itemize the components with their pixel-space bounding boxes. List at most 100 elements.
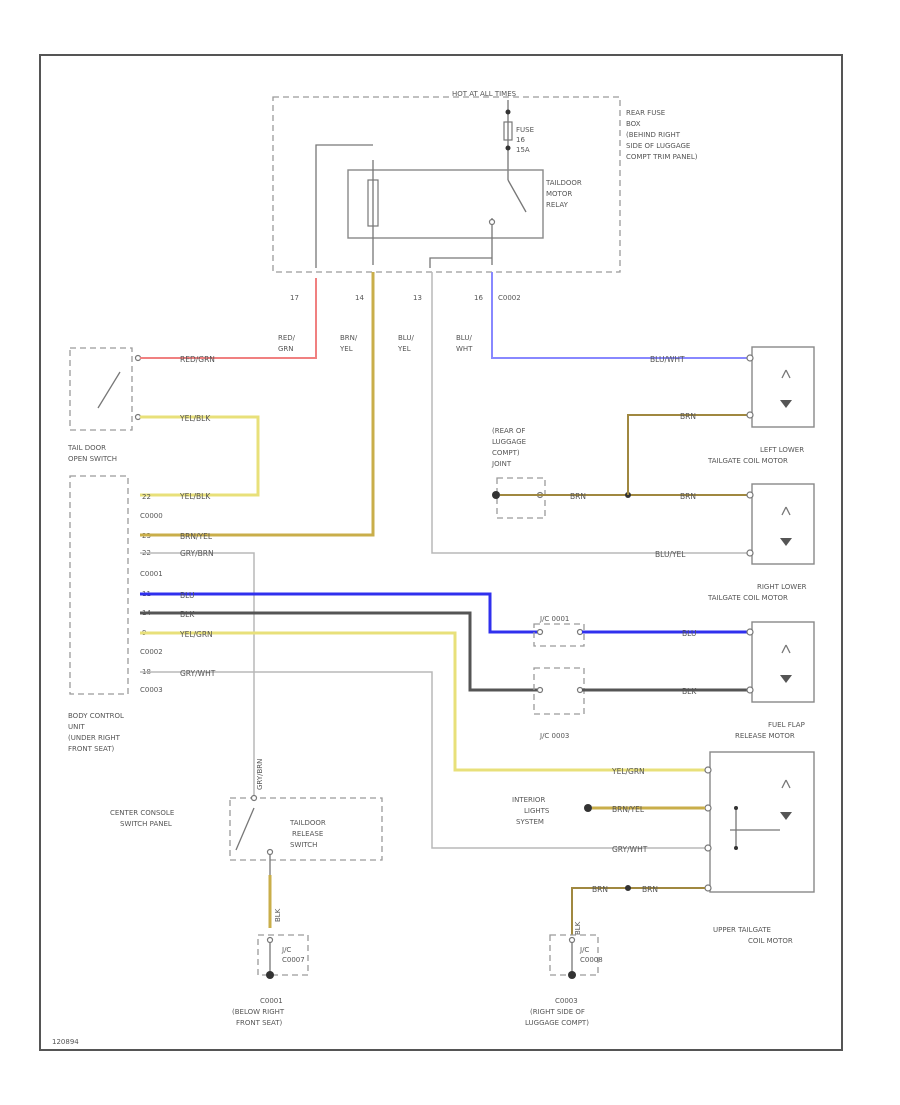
taildoor-motor-relay	[347, 169, 544, 239]
interior-lights-node	[584, 804, 592, 812]
wire-brn-upper	[627, 414, 750, 495]
yel-blk-label-1: YEL/BLK	[179, 414, 211, 423]
brn-right-label-1: BRN	[680, 412, 696, 421]
left-lower-label-1: LEFT LOWER	[760, 446, 804, 454]
upper-tailgate-label-1: UPPER TAILGATE	[713, 926, 771, 934]
fuse-node-bottom	[505, 145, 511, 151]
jc-c0007-box	[257, 934, 309, 976]
left-motor-terminal-1	[746, 354, 754, 362]
fuel-flap-release-motor	[751, 621, 815, 703]
upper-tailgate-label-2: COIL MOTOR	[748, 937, 793, 945]
wire-yel-blk	[140, 415, 260, 497]
blu-wire-label: BLU	[180, 591, 194, 600]
center-console-switch-box	[229, 797, 383, 861]
tail-door-switch-label-1: TAIL DOOR	[67, 444, 106, 452]
rear-lugg-joint-box	[496, 477, 546, 519]
diagram-frame	[39, 54, 843, 1051]
blk-vertical-right-label: BLK	[574, 921, 582, 935]
tail-door-switch-label-2: OPEN SWITCH	[68, 455, 117, 463]
gry-brn-vertical-label: GRY/BRN	[256, 759, 264, 790]
bcu-c0001: C0001	[140, 570, 163, 578]
fuel-flap-symbol-icon	[781, 644, 791, 654]
yel-blk-label-2: YEL/BLK	[179, 492, 211, 501]
taildoor-release-label-3: SWITCH	[290, 841, 317, 849]
bcu-c0003: C0003	[140, 686, 163, 694]
console-switch-top	[250, 794, 258, 802]
rear-lugg-label-2: LUGGAGE	[492, 438, 526, 446]
fuel-flap-label-1: FUEL FLAP	[768, 721, 805, 729]
switch-terminal-top	[134, 354, 142, 362]
jc-0001-label: J/C 0001	[539, 615, 569, 623]
right-motor-symbol-icon	[781, 506, 791, 516]
upper-motor-coil-icon	[780, 812, 792, 820]
upper-motor-terminal-3	[704, 804, 712, 812]
jc-0001-t1	[536, 628, 544, 636]
ground-c0001-icon	[266, 971, 274, 979]
pin-17-label: 17	[290, 294, 299, 302]
brn-ground-node	[625, 885, 631, 891]
wire-red-grn	[140, 278, 317, 359]
joint-node	[492, 491, 500, 499]
right-lower-coil-motor	[751, 483, 815, 565]
tail-door-switch-arm	[97, 371, 121, 409]
fuse-node-top	[505, 109, 511, 115]
pin-14-label: 14	[355, 294, 364, 302]
wire-blu-wht-1: BLU/	[456, 334, 472, 342]
upper-motor-node-1	[734, 806, 738, 810]
wire-brn-yel-2: YEL	[339, 345, 353, 353]
right-motor-terminal-1	[746, 491, 754, 499]
bcu-label-1: BODY CONTROL	[68, 712, 124, 720]
bcu-label-2: UNIT	[68, 723, 85, 731]
blk-right-label: BLK	[682, 687, 697, 696]
relay-label-1: TAILDOOR	[545, 179, 582, 187]
upper-motor-terminal-4	[704, 766, 712, 774]
wire-brn-yel	[140, 272, 375, 537]
fuel-flap-label-2: RELEASE MOTOR	[735, 732, 795, 740]
pin-13-label: 13	[413, 294, 422, 302]
wire-brn-yel-1: BRN/	[340, 334, 358, 342]
jc-c0008-label-2: C0008	[580, 956, 603, 964]
blu-right-label: BLU	[682, 629, 696, 638]
jc-0003-t2	[576, 686, 584, 694]
wire-blu-yel-1: BLU/	[398, 334, 414, 342]
fuse-box-label-1: REAR FUSE	[626, 109, 665, 117]
bcu-label-3: (UNDER RIGHT	[68, 734, 121, 742]
taildoor-release-label-1: TAILDOOR	[289, 819, 326, 827]
left-motor-symbol-icon	[781, 369, 791, 379]
ground-c0003-icon	[568, 971, 576, 979]
fuse-label-2: 16	[516, 136, 525, 144]
brn-r1-label: BRN	[592, 885, 608, 894]
upper-motor-symbol-icon	[781, 779, 791, 789]
fuse-icon	[503, 121, 513, 141]
jc-c0008-terminal	[568, 936, 576, 944]
fuse-box-loop	[315, 144, 373, 268]
relay-label-3: RELAY	[546, 201, 569, 209]
fuse-box-label-3: (BEHIND RIGHT	[626, 131, 681, 139]
pin-16-label: 16	[474, 294, 483, 302]
taildoor-release-label-2: RELEASE	[292, 830, 323, 838]
left-lower-label-2: TAILGATE COIL MOTOR	[707, 457, 788, 465]
jc-c0007-label-2: C0007	[282, 956, 305, 964]
rear-lugg-label-1: (REAR OF	[492, 427, 525, 435]
wire-brn-ground	[571, 887, 705, 935]
rear-lugg-label-3: COMPT)	[492, 449, 520, 457]
center-console-label-1: CENTER CONSOLE	[110, 809, 174, 817]
brn-right-label-2: BRN	[680, 492, 696, 501]
yel-grn-right-label: YEL/GRN	[611, 767, 645, 776]
console-switch-bottom	[266, 848, 274, 856]
tail-door-switch-box	[69, 347, 133, 431]
wire-blu-yel	[431, 272, 750, 554]
bcu-pin-22: 22	[142, 493, 151, 501]
red-grn-wire-label: RED/GRN	[180, 355, 215, 364]
brn-yel-wire-label: BRN/YEL	[180, 532, 213, 541]
wire-blk	[140, 611, 540, 692]
left-lower-coil-motor	[751, 346, 815, 428]
right-motor-terminal-2	[746, 549, 754, 557]
bcu-label-4: FRONT SEAT)	[68, 745, 115, 753]
relay-switch-arm	[507, 179, 527, 213]
left-motor-terminal-2	[746, 411, 754, 419]
switch-terminal-bottom	[134, 413, 142, 421]
fuel-flap-terminal-2	[746, 686, 754, 694]
